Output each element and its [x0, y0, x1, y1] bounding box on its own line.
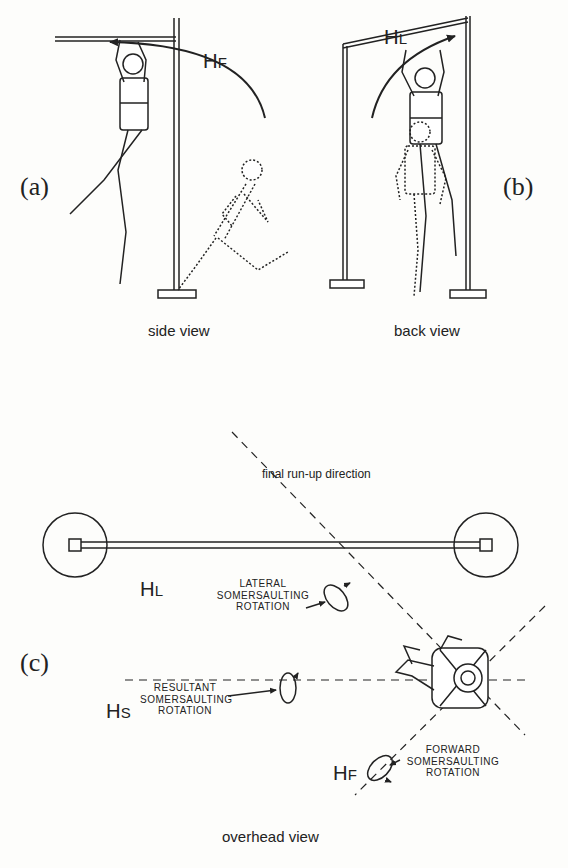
rotation-label: LATERAL SOMERSAULTING ROTATION	[208, 578, 318, 613]
panel-label: (b)	[503, 172, 553, 202]
view-caption: side view	[148, 322, 238, 339]
side-view-drawing	[55, 18, 288, 298]
panel-label: (a)	[20, 172, 70, 202]
view-caption: overhead view	[222, 828, 332, 845]
back-view-drawing	[330, 16, 486, 298]
rotation-symbol: HF	[333, 762, 373, 785]
axis-label: final run-up direction	[262, 468, 422, 482]
view-caption: back view	[394, 322, 484, 339]
panel-label: (c)	[20, 648, 70, 678]
rotation-symbol: HS	[106, 700, 146, 723]
rotation-symbol: HF	[203, 50, 243, 73]
rotation-symbol: HL	[384, 26, 424, 49]
rotation-symbol: HL	[140, 578, 180, 601]
rotation-label: FORWARD SOMERSAULTING ROTATION	[398, 744, 508, 779]
rotation-label: RESULTANT SOMERSAULTING ROTATION	[140, 682, 230, 717]
overhead-view-drawing	[43, 432, 545, 795]
